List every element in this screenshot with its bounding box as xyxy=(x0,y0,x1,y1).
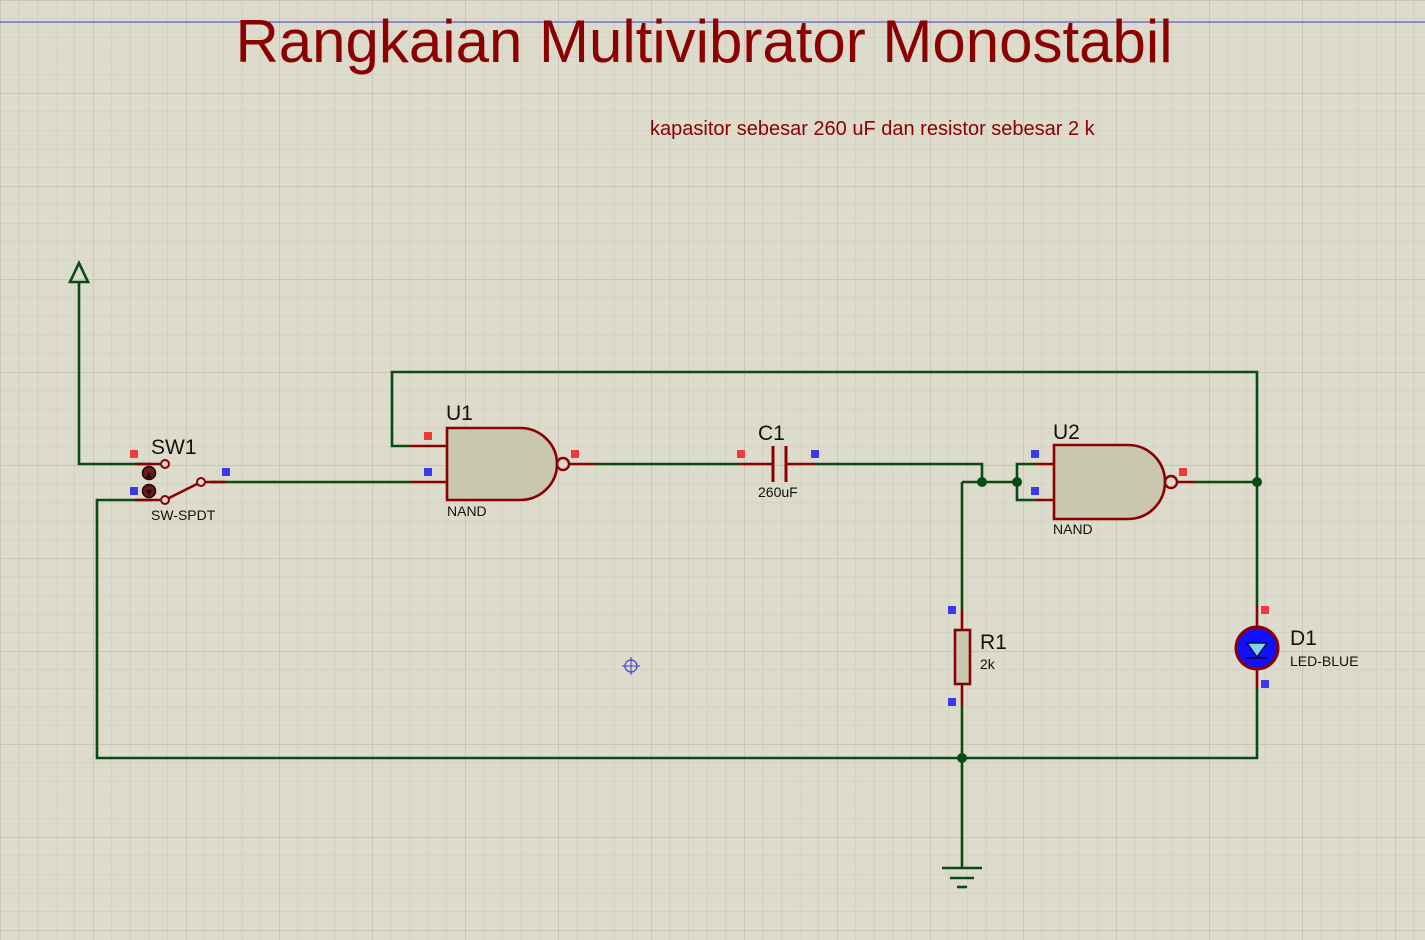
switch-button-down[interactable] xyxy=(141,483,157,499)
switch-sw1[interactable]: ▲ ▼ SW1 SW-SPDT xyxy=(130,436,230,523)
led-diode-icon xyxy=(1245,642,1269,659)
led-d1[interactable]: D1 LED-BLUE xyxy=(1234,606,1358,688)
sw1-value-label: SW-SPDT xyxy=(151,507,216,523)
pin-marker xyxy=(1261,680,1269,688)
ground-icon[interactable] xyxy=(942,866,982,889)
c1-ref-label: C1 xyxy=(758,422,785,445)
pin-marker xyxy=(222,468,230,476)
pin-marker xyxy=(1261,606,1269,614)
pin-marker xyxy=(948,698,956,706)
d1-ref-label: D1 xyxy=(1290,627,1317,650)
page-title: Rangkaian Multivibrator Monostabil xyxy=(235,8,1172,75)
junction-dot xyxy=(1252,477,1262,487)
junction-dot xyxy=(957,753,967,763)
nand-gate-u1[interactable]: U1 NAND xyxy=(410,402,596,519)
wire-feedback-loop[interactable] xyxy=(390,370,1259,482)
pin-marker xyxy=(424,468,432,476)
wire-sw1-ground-rail[interactable] xyxy=(95,498,962,760)
pin-marker xyxy=(737,450,745,458)
wires xyxy=(77,282,1259,868)
junction-dot xyxy=(1012,477,1022,487)
wire-ground-rail-led[interactable] xyxy=(962,688,1259,760)
r1-value-label: 2k xyxy=(980,656,996,672)
wire-u2-input-b[interactable] xyxy=(1015,482,1035,502)
pin-marker xyxy=(948,606,956,614)
u1-ref-label: U1 xyxy=(446,402,473,425)
pin-marker xyxy=(1031,487,1039,495)
junctions xyxy=(957,477,1262,763)
u1-value-label: NAND xyxy=(447,503,487,519)
wire-u2-input-a[interactable] xyxy=(1015,462,1035,482)
sw1-ref-label: SW1 xyxy=(151,436,197,459)
wire-vcc-sw1[interactable] xyxy=(77,282,152,466)
switch-button-up[interactable] xyxy=(141,465,157,481)
r1-ref-label: R1 xyxy=(980,631,1007,654)
power-terminal-icon[interactable] xyxy=(67,259,91,284)
c1-value-label: 260uF xyxy=(758,484,798,500)
resistor-r1[interactable]: R1 2k xyxy=(948,606,1007,706)
pin-marker xyxy=(130,487,138,495)
pin-marker xyxy=(130,450,138,458)
pin-marker xyxy=(424,432,432,440)
pin-marker xyxy=(1031,450,1039,458)
crosshair-cursor-icon xyxy=(622,657,640,675)
switch-up-arrow-icon: ▲ xyxy=(146,470,153,479)
d1-value-label: LED-BLUE xyxy=(1290,653,1358,669)
pin-marker xyxy=(1179,468,1187,476)
pin-marker xyxy=(571,450,579,458)
u2-ref-label: U2 xyxy=(1053,421,1080,444)
capacitor-c1[interactable]: C1 260uF xyxy=(737,422,819,500)
pin-marker xyxy=(811,450,819,458)
junction-dot xyxy=(977,477,987,487)
page-subtitle: kapasitor sebesar 260 uF dan resistor se… xyxy=(650,118,1096,140)
switch-down-arrow-icon: ▼ xyxy=(146,488,153,497)
wire-c1-node[interactable] xyxy=(815,462,984,482)
nand-gate-u2[interactable]: U2 NAND xyxy=(1031,421,1196,537)
u2-value-label: NAND xyxy=(1053,521,1093,537)
